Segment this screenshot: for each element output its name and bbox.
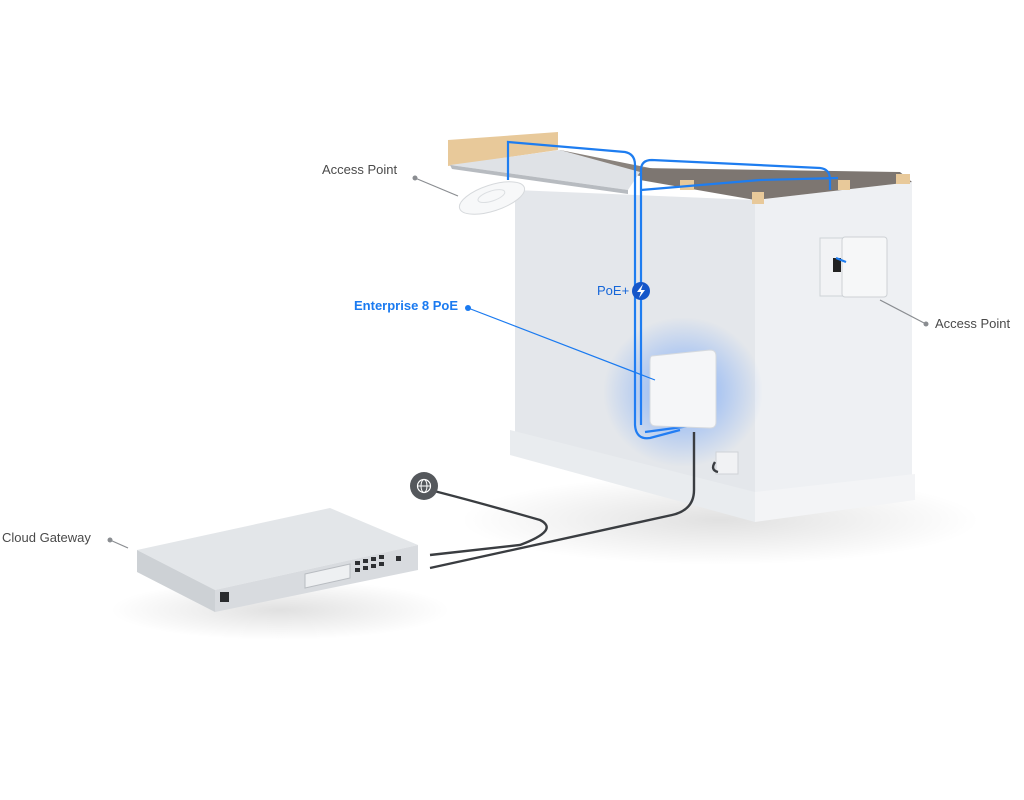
globe-icon	[410, 472, 438, 500]
cloud-gateway-device	[137, 508, 418, 612]
wall-outlet	[715, 451, 739, 475]
enterprise-8-poe-switch	[649, 349, 739, 475]
access-point-wall-label: Access Point	[935, 316, 1011, 331]
leader-lines	[107, 175, 929, 549]
enterprise-switch-label: Enterprise 8 PoE	[354, 298, 459, 313]
poe-label: PoE+	[597, 283, 630, 298]
ethernet-cables	[429, 432, 719, 570]
ceiling-slab	[448, 132, 640, 194]
lightning-bolt-icon	[632, 282, 650, 300]
wall-access-point	[819, 236, 888, 298]
ceiling-access-point	[458, 181, 526, 215]
access-point-ceiling-label: Access Point	[322, 162, 398, 177]
wall	[510, 150, 915, 522]
cloud-gateway-label: Cloud Gateway	[2, 530, 91, 545]
